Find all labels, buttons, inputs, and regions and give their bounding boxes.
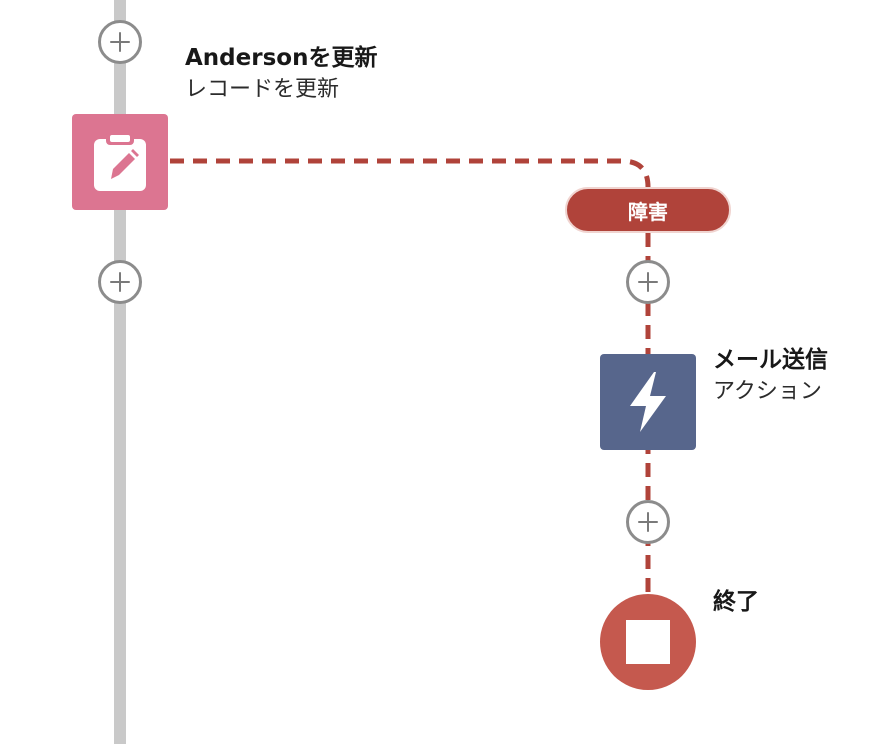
update-record-type: レコードを更新 [185, 77, 340, 102]
fault-path-label[interactable]: 障害 [565, 187, 731, 233]
update-record-title: Andersonを更新 [185, 45, 378, 71]
end-label: 終了 [713, 586, 759, 618]
update-record-node[interactable] [72, 114, 168, 210]
send-email-type: アクション [713, 379, 822, 404]
add-element-button[interactable] [98, 260, 142, 304]
lightning-bolt-icon [630, 372, 666, 432]
end-title: 終了 [713, 589, 759, 615]
stop-square-icon [626, 620, 670, 664]
update-record-label: Andersonを更新 レコードを更新 [185, 42, 377, 106]
send-email-node[interactable] [600, 354, 696, 450]
fault-path-line [170, 158, 651, 188]
end-node[interactable] [600, 594, 696, 690]
add-element-button[interactable] [98, 20, 142, 64]
add-element-button[interactable] [626, 260, 670, 304]
clipboard-edit-icon [94, 132, 146, 191]
add-element-button[interactable] [626, 500, 670, 544]
send-email-title: メール送信 [713, 347, 828, 373]
send-email-label: メール送信 アクション [713, 344, 828, 408]
